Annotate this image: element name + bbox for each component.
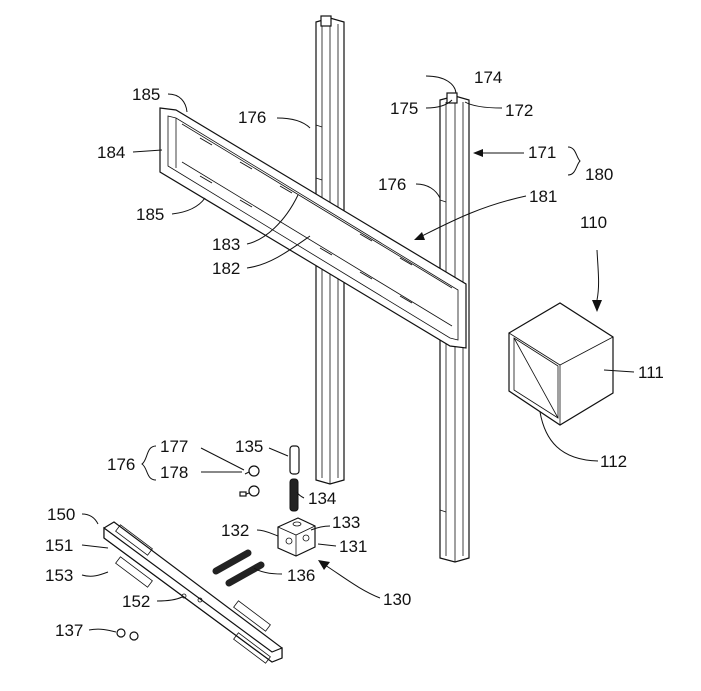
label-110: 110	[580, 213, 607, 232]
label-150: 150	[47, 505, 75, 524]
label-185-bottom: 185	[136, 205, 164, 224]
label-153: 153	[45, 566, 73, 585]
box-part-110	[509, 303, 613, 425]
label-176-bracket: 176	[107, 455, 135, 474]
label-176-left: 176	[238, 108, 266, 127]
label-111: 111	[638, 363, 664, 382]
label-152: 152	[122, 592, 150, 611]
label-174: 174	[474, 68, 502, 87]
label-175: 175	[390, 99, 418, 118]
label-135: 135	[235, 437, 263, 456]
label-180: 180	[585, 165, 613, 184]
label-132: 132	[221, 521, 249, 540]
label-130: 130	[383, 590, 411, 609]
label-176-right: 176	[378, 175, 406, 194]
label-171: 171	[528, 143, 556, 162]
screws-176	[240, 466, 259, 496]
label-181: 181	[529, 187, 557, 206]
nuts-137	[117, 629, 138, 640]
label-134: 134	[308, 489, 336, 508]
label-185-top: 185	[132, 85, 160, 104]
label-136: 136	[287, 566, 315, 585]
label-172: 172	[505, 101, 533, 120]
label-151: 151	[45, 536, 73, 555]
bracket-frame	[160, 108, 466, 348]
rod-134	[290, 479, 298, 511]
pin-135	[290, 446, 299, 474]
label-137: 137	[55, 621, 83, 640]
label-133: 133	[332, 513, 360, 532]
label-131: 131	[339, 537, 367, 556]
label-112: 112	[600, 452, 627, 471]
block-part-130	[278, 518, 315, 556]
label-184: 184	[97, 143, 125, 162]
label-183: 183	[212, 235, 240, 254]
label-182: 182	[212, 259, 240, 278]
label-178: 178	[160, 463, 188, 482]
label-177: 177	[160, 437, 188, 456]
